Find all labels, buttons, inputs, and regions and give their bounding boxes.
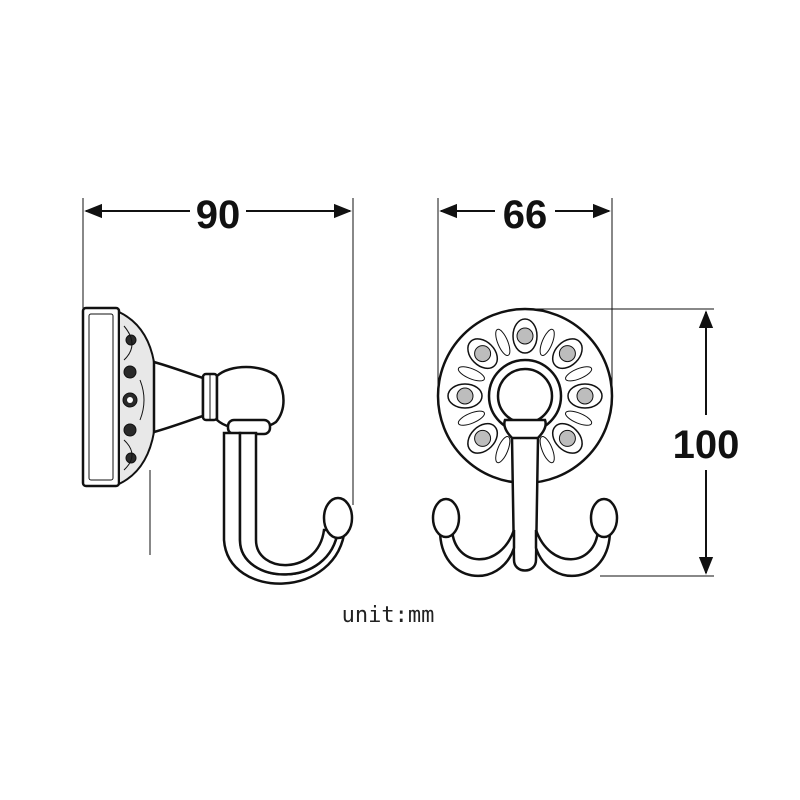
ornament-highlight (127, 397, 133, 403)
rosette-leaf (457, 410, 485, 426)
hook-end-knob (322, 496, 354, 540)
rosette-leaf (495, 436, 511, 464)
rosette-leaf (565, 366, 593, 382)
hook-arm-taper (152, 360, 205, 434)
wall-plate-inner (88, 313, 114, 481)
rosette-leaf (457, 366, 485, 382)
rosette-leaf (495, 328, 511, 356)
unit-label: unit:mm (342, 603, 435, 628)
rosette-petals (447, 318, 603, 474)
rosette-leaf (539, 328, 555, 356)
dimension-height-label: 100 (673, 423, 740, 467)
hook-j-body (238, 431, 340, 576)
hook-stem (510, 436, 540, 572)
rosette-petal-jewel (474, 429, 492, 447)
ornament-dot (123, 423, 137, 437)
rosette-petal-jewel (576, 387, 594, 405)
rosette-leaf (539, 436, 555, 464)
center-boss-inner (496, 367, 554, 425)
rosette-petal-jewel (474, 345, 492, 363)
wall-plate (81, 306, 121, 488)
ornament-dot (125, 334, 137, 346)
hook-right-end-knob (589, 497, 619, 539)
ornament-dot (123, 365, 137, 379)
rosette-petal-jewel (558, 345, 576, 363)
side-view: 90 (81, 193, 354, 585)
rosette-petal-jewel (456, 387, 474, 405)
dimension-width-label: 66 (503, 193, 548, 237)
dimension-depth-label: 90 (196, 193, 241, 237)
hook-left-end-knob (431, 497, 461, 539)
rosette-leaf (565, 410, 593, 426)
front-view: 66 100 (431, 193, 740, 578)
ornament-scroll (123, 325, 145, 471)
ornament-dot (125, 452, 137, 464)
rosette-petal-jewel (558, 429, 576, 447)
rosette-petal-jewel (516, 327, 534, 345)
